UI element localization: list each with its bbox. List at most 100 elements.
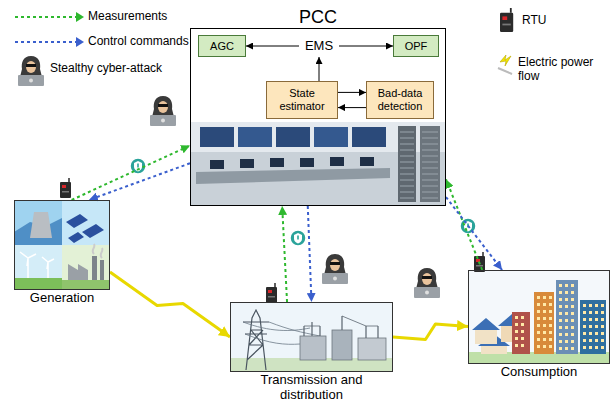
legend-power-icon: [498, 55, 512, 74]
shield-icon: [290, 230, 306, 246]
consumption-illustration: [543, 324, 546, 327]
control-room-illustration: [422, 174, 438, 175]
consumption-illustration: [565, 319, 568, 322]
consumption-illustration: [589, 346, 592, 349]
consumption-illustration: [571, 291, 574, 294]
consumption-illustration: [549, 324, 552, 327]
legend-hacker-icon: [18, 56, 44, 86]
consumption-illustration: [583, 332, 586, 335]
consumption-illustration: [595, 304, 598, 307]
consumption-illustration: [521, 316, 524, 319]
transmission-illustration: [300, 336, 326, 360]
control-room-illustration: [422, 150, 438, 151]
rtu-icon: [266, 283, 277, 303]
control-room-illustration: [240, 159, 254, 168]
control-room-illustration: [422, 186, 438, 187]
measurement-arrow: [282, 206, 287, 302]
control-room-illustration: [210, 160, 224, 169]
consumption-illustration: [565, 326, 568, 329]
generation-illustration: [92, 256, 97, 280]
control-room-illustration: [200, 127, 234, 147]
consumption-illustration: [595, 346, 598, 349]
consumption-illustration: [589, 311, 592, 314]
transmission-illustration: [332, 330, 352, 360]
transmission-illustration: [243, 310, 269, 370]
consumption-illustration: [595, 325, 598, 328]
control-room-illustration: [422, 132, 438, 133]
consumption-box: Consumption: [468, 270, 610, 364]
generation-illustration: [66, 214, 104, 243]
consumption-illustration: [521, 344, 524, 347]
consumption-illustration: [601, 318, 604, 321]
hacker-icon: [322, 254, 348, 284]
consumption-illustration: [559, 291, 562, 294]
legend-label: Electric power flow: [518, 56, 606, 84]
consumption-illustration: [580, 300, 606, 354]
control-room-illustration: [398, 126, 416, 202]
consumption-illustration: [549, 345, 552, 348]
transmission-illustration: [230, 302, 393, 372]
hacker-icon: [414, 268, 440, 298]
control-room-illustration: [238, 127, 272, 147]
legend-power-icon: [498, 68, 512, 74]
generation-illustration: [62, 245, 110, 290]
consumption-illustration: [571, 284, 574, 287]
consumption-illustration: [543, 310, 546, 313]
consumption-illustration: [549, 338, 552, 341]
consumption-illustration: [559, 340, 562, 343]
consumption-illustration: [571, 312, 574, 315]
consumption-illustration: [583, 339, 586, 342]
ems-label: EMS: [299, 35, 339, 57]
node-label: Bad-data detection: [370, 87, 430, 112]
shield-icon: [290, 230, 306, 246]
control-room-illustration: [422, 198, 438, 199]
legend-control-sample: [15, 41, 76, 43]
generation-illustration: [14, 278, 62, 290]
generation-illustration: [14, 200, 62, 245]
consumption-illustration: [515, 323, 518, 326]
legend-control-sample: [15, 37, 84, 47]
legend-measurement-sample: [15, 16, 76, 18]
control-room-illustration: [191, 122, 445, 205]
consumption-illustration: [475, 330, 497, 344]
generation-illustration: [93, 244, 103, 258]
control-room-illustration: [422, 144, 438, 145]
consumption-illustration: [537, 338, 540, 341]
consumption-illustration: [521, 330, 524, 333]
consumption-illustration: [565, 312, 568, 315]
node-label: State estimator: [270, 87, 334, 112]
control-room-illustration: [420, 126, 440, 202]
function-box: AGC: [198, 35, 246, 57]
consumption-illustration: [537, 345, 540, 348]
consumption-illustration: [515, 344, 518, 347]
hacker-icon: [414, 268, 440, 298]
transmission-illustration: [230, 302, 393, 372]
consumption-illustration: [556, 280, 578, 354]
consumption-illustration: [571, 319, 574, 322]
consumption-illustration: [589, 339, 592, 342]
consumption-illustration: [512, 312, 530, 354]
control-room-illustration: [400, 156, 414, 157]
control-room-illustration: [330, 157, 344, 166]
node-label: AGC: [210, 40, 234, 53]
legend-rtu-icon: [500, 8, 513, 32]
consumption-illustration: [559, 305, 562, 308]
power-flow-arrow: [110, 272, 230, 337]
consumption-illustration: [559, 298, 562, 301]
control-room-illustration: [422, 138, 438, 139]
control-room-illustration: [300, 158, 314, 167]
legend-hacker-icon: [18, 56, 44, 86]
generation-illustration: [14, 200, 110, 290]
consumption-illustration: [565, 340, 568, 343]
consumption-illustration: [537, 310, 540, 313]
process-box: State estimator: [266, 81, 338, 119]
consumption-illustration: [565, 291, 568, 294]
consumption-illustration: [565, 284, 568, 287]
consumption-illustration: [601, 311, 604, 314]
pcc-box: PCCAGCEMSOPFState estimatorBad-data dete…: [190, 28, 446, 206]
rtu-icon: [60, 178, 71, 198]
control-room-illustration: [400, 198, 414, 199]
generation-illustration: [14, 245, 62, 290]
control-room-illustration: [400, 138, 414, 139]
control-room-illustration: [276, 127, 310, 147]
